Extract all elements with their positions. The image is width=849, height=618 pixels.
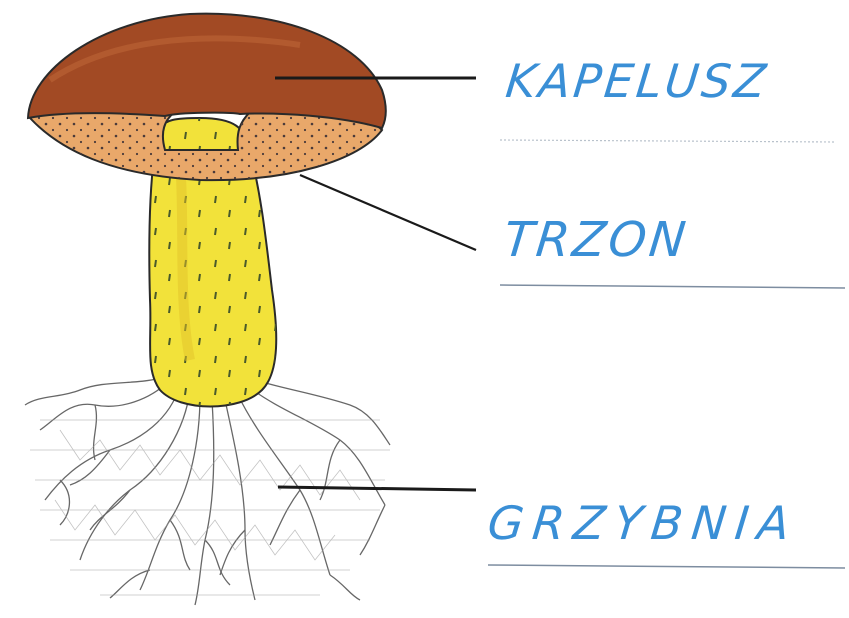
label-cap: KAPELUSZ: [503, 54, 771, 108]
pointer-line-stem: [300, 175, 476, 250]
mushroom-cap: [28, 14, 386, 128]
pointer-line-mycelium: [278, 487, 476, 490]
mycelium: [25, 378, 390, 605]
writing-line-cap: [500, 140, 835, 142]
writing-line-mycelium: [488, 565, 845, 568]
label-stem: TRZON: [501, 212, 691, 268]
writing-line-stem: [500, 285, 845, 288]
label-mycelium: GRZYBNIA: [485, 496, 801, 550]
